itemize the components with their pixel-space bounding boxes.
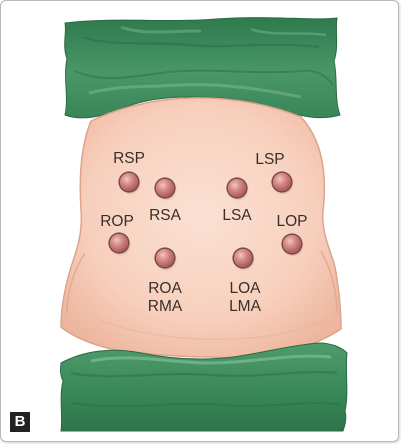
label-lma: LMA [213, 298, 277, 315]
marker-lsa [228, 179, 246, 197]
label-rop: ROP [85, 213, 149, 230]
marker-roa [156, 249, 174, 267]
marker-rsa [156, 179, 174, 197]
marker-rsp [120, 173, 138, 191]
marker-rop [110, 234, 128, 252]
label-rsp: RSP [97, 150, 161, 167]
label-lsp: LSP [238, 151, 302, 168]
label-loa: LOA [213, 280, 277, 297]
marker-lop [283, 235, 301, 253]
panel-letter-badge: B [10, 412, 30, 432]
marker-lsp [273, 173, 291, 191]
marker-loa [234, 249, 252, 267]
label-lop: LOP [260, 213, 324, 230]
label-roa: ROA [133, 280, 197, 297]
label-rma: RMA [133, 298, 197, 315]
